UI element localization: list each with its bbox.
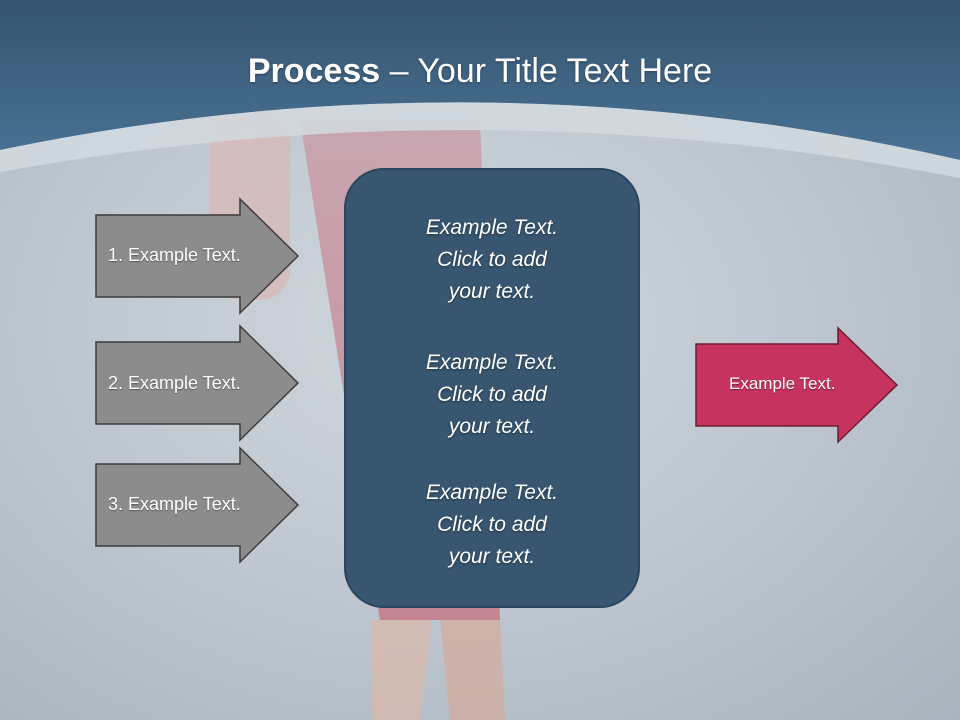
title-bold-part: Process xyxy=(247,52,381,90)
slide-title[interactable]: Process – Your Title Text Here xyxy=(0,52,960,91)
header-swoosh xyxy=(0,102,960,178)
center-block-2-line3: your text. xyxy=(448,415,536,438)
right-arrow-label: Example Text. xyxy=(729,374,836,393)
left-arrow-3-label: 3. Example Text. xyxy=(108,494,241,514)
center-block-1-line2: Click to add xyxy=(437,248,547,271)
center-block-1-line1: Example Text. xyxy=(425,216,559,239)
right-arrow[interactable] xyxy=(695,326,899,444)
center-text-block-3[interactable]: Example Text. Click to add your text. xyxy=(344,477,640,573)
left-arrow-1-label: 1. Example Text. xyxy=(108,245,241,265)
center-block-1-line3: your text. xyxy=(448,280,536,303)
center-text-block-2[interactable]: Example Text. Click to add your text. xyxy=(344,347,640,443)
left-arrow-3[interactable] xyxy=(95,446,300,564)
center-block-2-line2: Click to add xyxy=(437,383,547,406)
center-text-block-1[interactable]: Example Text. Click to add your text. xyxy=(344,212,640,308)
left-arrow-1[interactable] xyxy=(95,197,300,315)
center-block-3-line3: your text. xyxy=(448,545,536,568)
center-block-3-line1: Example Text. xyxy=(425,481,559,504)
left-arrow-2-label: 2. Example Text. xyxy=(108,373,241,393)
center-process-box[interactable] xyxy=(344,168,640,608)
left-arrow-2[interactable] xyxy=(95,324,300,442)
header-band xyxy=(0,0,960,160)
title-rest-part: – Your Title Text Here xyxy=(380,52,713,90)
center-block-2-line1: Example Text. xyxy=(425,351,559,374)
center-block-3-line2: Click to add xyxy=(437,513,547,536)
